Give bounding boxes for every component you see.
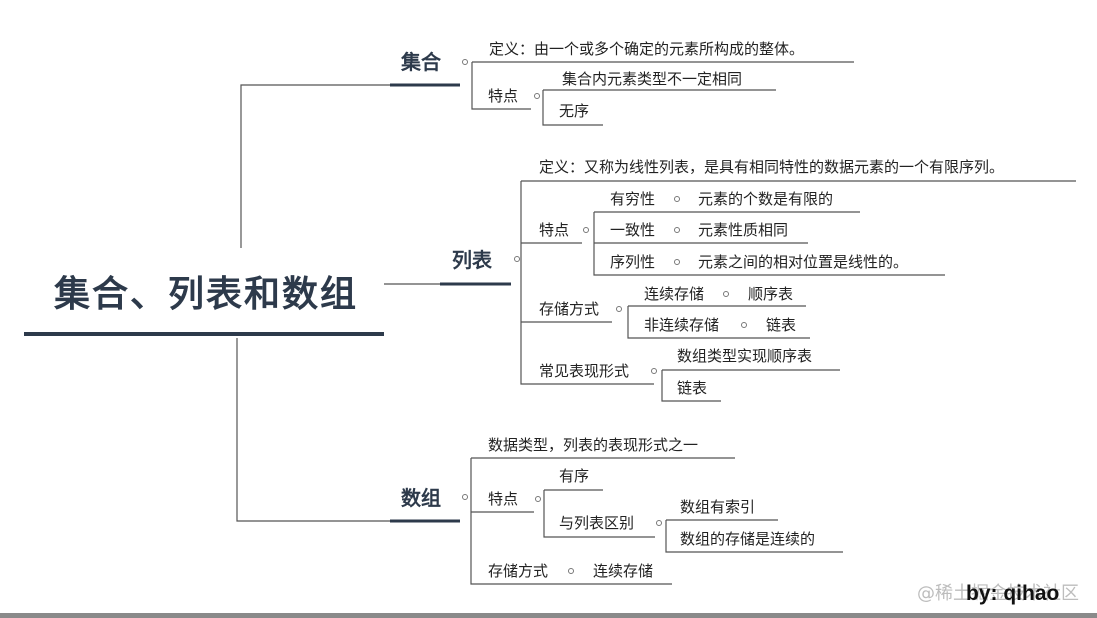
collapse-circle-icon[interactable] (674, 227, 680, 233)
collapse-circle-icon[interactable] (741, 322, 747, 328)
bottom-bar (0, 613, 1097, 618)
list-storage-name: 连续存储 (644, 285, 705, 303)
node-array: 数组 (401, 486, 441, 510)
list-feature-name: 有穷性 (610, 190, 656, 208)
collapse-circle-icon[interactable] (534, 93, 540, 99)
array-diff-item: 数组有索引 (680, 498, 756, 516)
set-definition: 定义：由一个或多个确定的元素所构成的整体。 (489, 40, 805, 58)
collapse-circle-icon[interactable] (723, 291, 729, 297)
collapse-circle-icon[interactable] (568, 568, 574, 574)
list-feature-desc: 元素的个数是有限的 (698, 190, 834, 208)
list-forms-label: 常见表现形式 (539, 362, 630, 380)
list-form-item: 数组类型实现顺序表 (677, 347, 813, 365)
collapse-circle-icon[interactable] (616, 306, 622, 312)
array-features-label: 特点 (488, 490, 519, 508)
list-feature-desc: 元素之间的相对位置是线性的。 (698, 253, 909, 271)
node-list: 列表 (452, 248, 492, 272)
collapse-circle-icon[interactable] (535, 496, 541, 502)
list-definition: 定义：又称为线性列表，是具有相同特性的数据元素的一个有限序列。 (539, 158, 1005, 176)
collapse-circle-icon[interactable] (583, 227, 589, 233)
list-feature-desc: 元素性质相同 (698, 221, 789, 239)
collapse-circle-icon[interactable] (674, 196, 680, 202)
set-features-label: 特点 (488, 87, 519, 105)
set-feature-item: 集合内元素类型不一定相同 (562, 70, 743, 88)
array-ordered: 有序 (559, 467, 590, 485)
list-feature-name: 一致性 (610, 221, 656, 239)
list-storage-desc: 链表 (766, 316, 797, 334)
list-form-item: 链表 (677, 379, 708, 397)
set-feature-item: 无序 (559, 102, 590, 120)
list-storage-name: 非连续存储 (644, 316, 720, 334)
array-definition: 数据类型，列表的表现形式之一 (488, 436, 699, 454)
collapse-circle-icon[interactable] (462, 59, 468, 65)
watermark: @稀土掘金技术社区 (917, 583, 1079, 604)
list-feature-name: 序列性 (610, 253, 656, 271)
author-signature: by: qihao (966, 582, 1060, 605)
array-storage-value: 连续存储 (593, 562, 654, 580)
collapse-circle-icon[interactable] (656, 520, 662, 526)
array-diff-item: 数组的存储是连续的 (680, 530, 816, 548)
collapse-circle-icon[interactable] (674, 259, 680, 265)
collapse-circle-icon[interactable] (462, 494, 468, 500)
node-set: 集合 (401, 50, 441, 74)
collapse-circle-icon[interactable] (514, 256, 520, 262)
list-storage-label: 存储方式 (539, 300, 600, 318)
list-features-label: 特点 (539, 221, 570, 239)
array-storage-label: 存储方式 (488, 562, 549, 580)
root-title: 集合、列表和数组 (54, 274, 359, 315)
collapse-circle-icon[interactable] (651, 368, 657, 374)
list-storage-desc: 顺序表 (748, 285, 794, 303)
array-diff-label: 与列表区别 (559, 514, 635, 532)
